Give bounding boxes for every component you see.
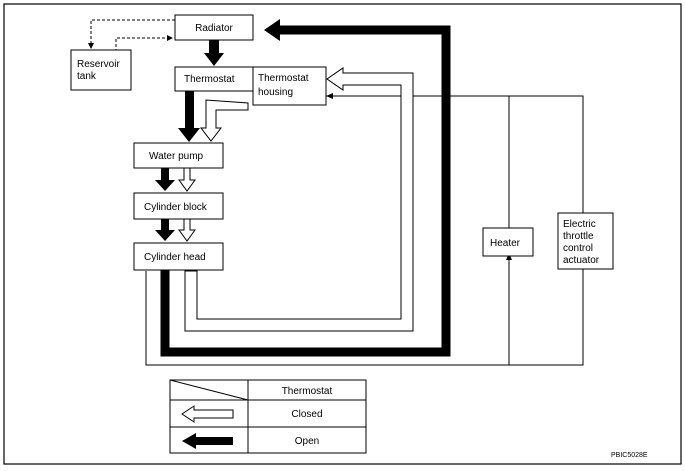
actuator-label-1: Electric (563, 219, 596, 230)
reservoir-tank-box: Reservoir tank (70, 49, 132, 91)
block-to-head-arrow-icon (155, 218, 175, 241)
radiator-box: Radiator (174, 14, 254, 41)
legend-diagonal (169, 379, 249, 401)
actuator-label-4: actuator (563, 255, 600, 266)
pump-to-block-hollow-arrow-icon (178, 166, 196, 192)
reservoir-tank-label-1: Reservoir (77, 59, 120, 70)
thermostat-box: Thermostat (174, 66, 254, 92)
radiator-label: Radiator (195, 23, 233, 34)
legend-header: Thermostat (282, 386, 333, 397)
cylinder-block-box: Cylinder block (133, 192, 224, 220)
cylinder-head-box: Cylinder head (133, 242, 224, 271)
main-loop-open (160, 19, 451, 357)
actuator-label-3: control (563, 243, 593, 254)
figure-code: PBIC5028E (611, 452, 648, 459)
pump-to-block-arrow-icon (155, 167, 175, 191)
reservoir-tank-label-2: tank (77, 71, 97, 82)
thermostat-to-pump-arrow-icon (178, 90, 200, 142)
legend-table: Thermostat Closed Open (169, 379, 367, 454)
cylinder-head-label: Cylinder head (144, 252, 206, 263)
thermostat-housing-label-2: housing (258, 87, 293, 98)
heater-box: Heater (482, 227, 534, 257)
hollow-arrow-icon (181, 405, 234, 423)
thermostat-label: Thermostat (184, 74, 235, 85)
thermostat-housing-label-1: Thermostat (258, 73, 309, 84)
housing-to-pump-hollow-arrow-icon (199, 99, 249, 142)
cylinder-block-label: Cylinder block (144, 202, 208, 213)
solid-arrow-icon (182, 433, 233, 449)
figure-frame (3, 3, 682, 465)
reservoir-lines (88, 19, 175, 52)
water-pump-label: Water pump (149, 151, 204, 162)
bypass-loop-closed (184, 67, 414, 332)
thermostat-housing-box: Thermostat housing (252, 66, 327, 106)
water-pump-box: Water pump (133, 142, 224, 169)
legend-open-label: Open (295, 436, 319, 447)
legend-closed-label: Closed (291, 409, 322, 420)
block-to-head-hollow-arrow-icon (178, 217, 196, 242)
actuator-return-arrow-icon (326, 93, 333, 99)
electric-throttle-control-actuator-box: Electric throttle control actuator (557, 212, 614, 270)
radiator-to-thermostat-arrow-icon (204, 39, 224, 66)
actuator-label-2: throttle (563, 231, 594, 242)
heater-label: Heater (490, 238, 521, 249)
